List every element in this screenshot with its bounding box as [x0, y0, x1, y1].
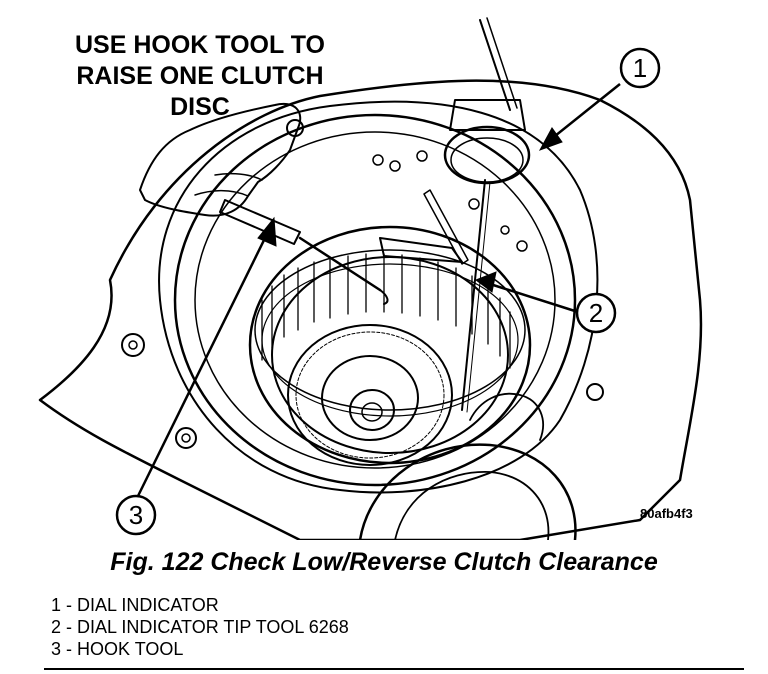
hub-gear-outer: [287, 324, 453, 466]
figure-caption: Fig. 122 Check Low/Reverse Clutch Cleara…: [110, 548, 658, 576]
hub-gear-teeth: [295, 331, 445, 459]
legend-item: 1 - DIAL INDICATOR: [51, 595, 219, 615]
technical-illustration: 1 2 3: [38, 17, 703, 542]
pump-housing-inner: [394, 471, 550, 541]
callout-3-circle: [115, 494, 157, 536]
bottom-divider: [44, 668, 744, 670]
callout-2-circle: [575, 292, 617, 334]
dial-indicator-tip-rod: [461, 179, 486, 411]
case-bolt-hole: [586, 383, 604, 401]
face-hole: [389, 160, 401, 172]
face-hole: [468, 198, 480, 210]
clutch-disc-top: [254, 249, 526, 411]
dial-indicator-tip-rod: [466, 181, 491, 413]
hub-ring: [321, 355, 419, 441]
figure-id: 80afb4f3: [640, 506, 693, 521]
legend-item: 2 - DIAL INDICATOR TIP TOOL 6268: [51, 617, 349, 637]
callout-1-leader: [549, 83, 621, 141]
instruction-label: USE HOOK TOOL TO RAISE ONE CLUTCH DISC: [40, 30, 360, 123]
dial-indicator-body: [443, 125, 531, 185]
face-hole: [500, 225, 510, 235]
callout-1-circle: [619, 47, 661, 89]
outer-ring: [194, 131, 556, 469]
dial-indicator-stand: [486, 17, 518, 109]
hub-center: [349, 389, 395, 431]
dial-indicator-stand: [479, 19, 511, 111]
callout-2-number: 2: [589, 298, 603, 328]
hook-tool-shaft: [298, 236, 382, 292]
transmission-drawing: 1 2 3: [38, 17, 703, 542]
hub-bore: [361, 402, 383, 422]
callout-2-arrowhead: [474, 271, 497, 293]
case-inner-rim: [158, 100, 599, 494]
case-bolt-hole: [181, 433, 191, 443]
case-bolt-hole: [128, 340, 138, 350]
finger-line: [194, 189, 249, 197]
callout-3-arrowhead: [257, 216, 277, 247]
dial-indicator-clamp: [449, 99, 526, 131]
dial-indicator-face: [450, 137, 524, 183]
callout-3-number: 3: [129, 500, 143, 530]
case-outline: [38, 79, 703, 542]
hook-tool-handle: [219, 199, 301, 245]
hook-tool-tip: [379, 289, 389, 305]
dial-indicator-tip-tool: [423, 189, 469, 265]
instruction-line: RAISE ONE CLUTCH: [76, 62, 324, 90]
callout-2-leader: [489, 282, 579, 314]
case-bolt-hole: [175, 427, 197, 449]
callout-1-arrowhead: [538, 127, 563, 151]
face-hole: [516, 240, 528, 252]
pump-housing: [358, 443, 577, 542]
hand-outline: [139, 102, 302, 217]
instruction-line: USE HOOK TOOL TO: [74, 31, 326, 59]
reaction-plate: [379, 237, 463, 263]
callout-1-number: 1: [633, 53, 647, 83]
case-bolt-hole: [121, 333, 145, 357]
face-hole: [416, 150, 428, 162]
legend: 1 - DIAL INDICATOR 2 - DIAL INDICATOR TI…: [51, 594, 349, 660]
clutch-drum-outer: [248, 225, 532, 465]
legend-item: 3 - HOOK TOOL: [51, 639, 184, 659]
instruction-line: DISC: [170, 93, 230, 121]
face-hole: [372, 154, 384, 166]
finger-line: [214, 172, 263, 181]
case-housing-ring: [173, 113, 577, 487]
gear-segment: [469, 392, 544, 441]
callout-3-leader: [136, 231, 270, 497]
